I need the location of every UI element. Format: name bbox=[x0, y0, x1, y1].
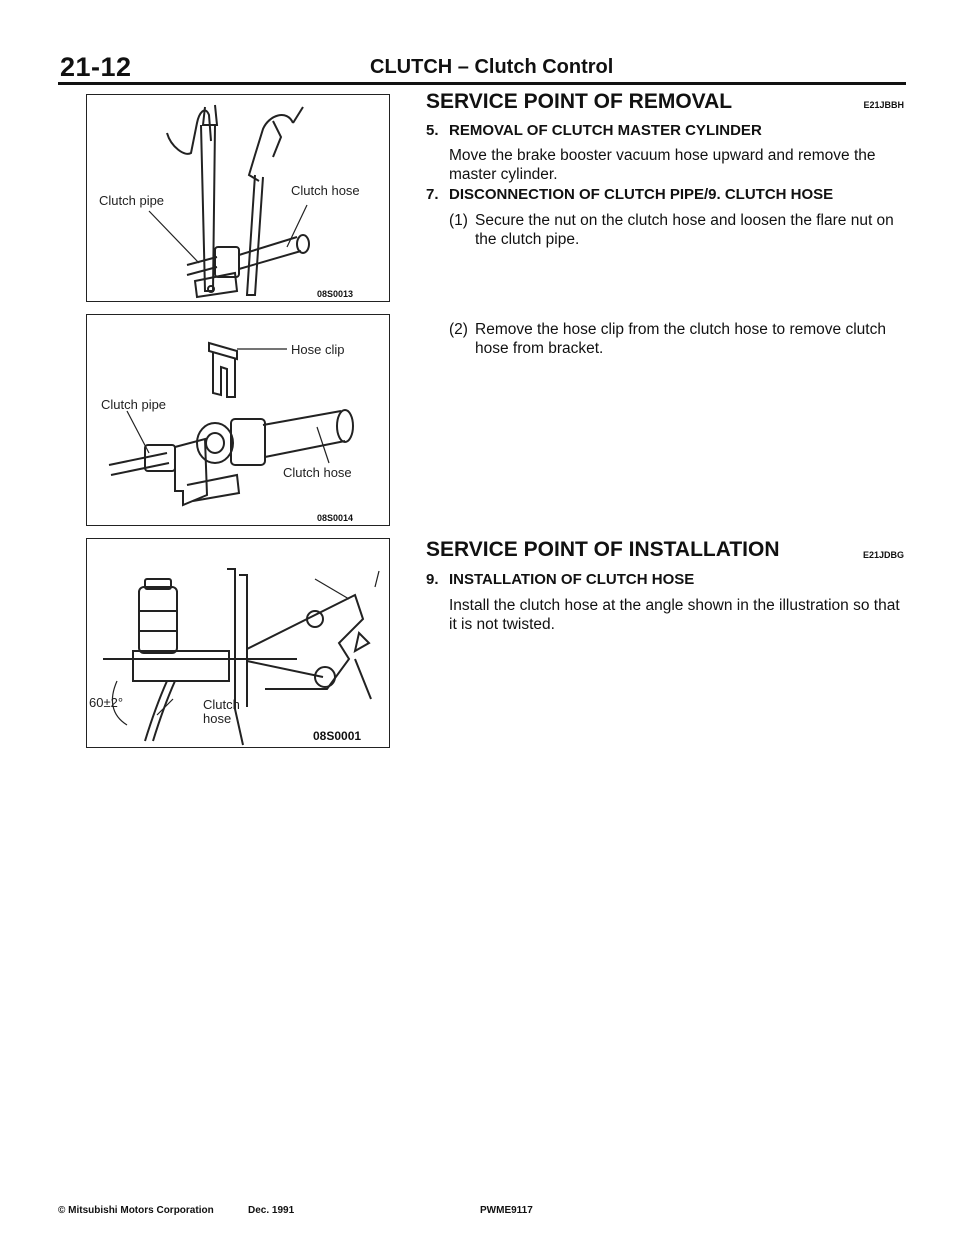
footer-document-code: PWME9117 bbox=[480, 1205, 533, 1216]
page-number: 21-12 bbox=[60, 52, 132, 82]
section-service-point-installation: SERVICE POINT OF INSTALLATION E21JDBG 9.… bbox=[426, 536, 908, 646]
label-hose: hose bbox=[203, 711, 232, 726]
label-clutch-pipe: Clutch pipe bbox=[101, 397, 167, 412]
section-code: E21JDBG bbox=[862, 550, 904, 560]
figure-hose-clip-removal: Hose clip Clutch pipe Clutch hose 08S001… bbox=[86, 314, 390, 526]
item-9-text: Install the clutch hose at the angle sho… bbox=[449, 597, 900, 633]
section-title: SERVICE POINT OF REMOVAL bbox=[426, 90, 733, 113]
item-7-step-1: (1) Secure the nut on the clutch hose an… bbox=[449, 212, 894, 248]
section-service-point-removal: SERVICE POINT OF REMOVAL E21JBBH 5.REMOV… bbox=[426, 88, 908, 388]
page-header: 21-12 CLUTCH – Clutch Control bbox=[58, 50, 906, 85]
item-7-heading: 7.DISCONNECTION OF CLUTCH PIPE/9. CLUTCH… bbox=[426, 186, 834, 203]
item-5-text: Move the brake booster vacuum hose upwar… bbox=[449, 147, 876, 183]
figure-1-illustration bbox=[148, 104, 310, 299]
label-hose-clip: Hose clip bbox=[291, 342, 345, 357]
label-angle: 60±2° bbox=[89, 695, 124, 710]
item-7-step-2: (2) Remove the hose clip from the clutch… bbox=[449, 321, 886, 357]
label-clutch: Clutch bbox=[203, 697, 240, 712]
section-code: E21JBBH bbox=[863, 100, 904, 110]
item-5-heading: 5.REMOVAL OF CLUTCH MASTER CYLINDER bbox=[426, 122, 762, 139]
label-clutch-hose: Clutch hose bbox=[291, 183, 360, 198]
figure-clutch-hose-angle: 60±2° Clutch hose 08S0001 bbox=[86, 538, 390, 748]
page-title: CLUTCH – Clutch Control bbox=[370, 56, 614, 78]
item-9-heading: 9.INSTALLATION OF CLUTCH HOSE bbox=[426, 571, 695, 588]
figure-code: 08S0013 bbox=[317, 289, 354, 299]
figure-2-illustration bbox=[108, 341, 354, 507]
footer-date: Dec. 1991 bbox=[248, 1205, 295, 1216]
figure-3-illustration bbox=[103, 568, 380, 746]
label-clutch-pipe: Clutch pipe bbox=[99, 193, 165, 208]
label-clutch-hose: Clutch hose bbox=[283, 465, 352, 480]
section-title: SERVICE POINT OF INSTALLATION bbox=[426, 538, 780, 561]
figure-code: 08S0001 bbox=[313, 729, 362, 743]
figure-code: 08S0014 bbox=[317, 513, 354, 523]
footer-copyright: © Mitsubishi Motors Corporation bbox=[58, 1205, 214, 1216]
figure-clutch-pipe-hose-loosen: Clutch pipe Clutch hose 08S0013 bbox=[86, 94, 390, 302]
